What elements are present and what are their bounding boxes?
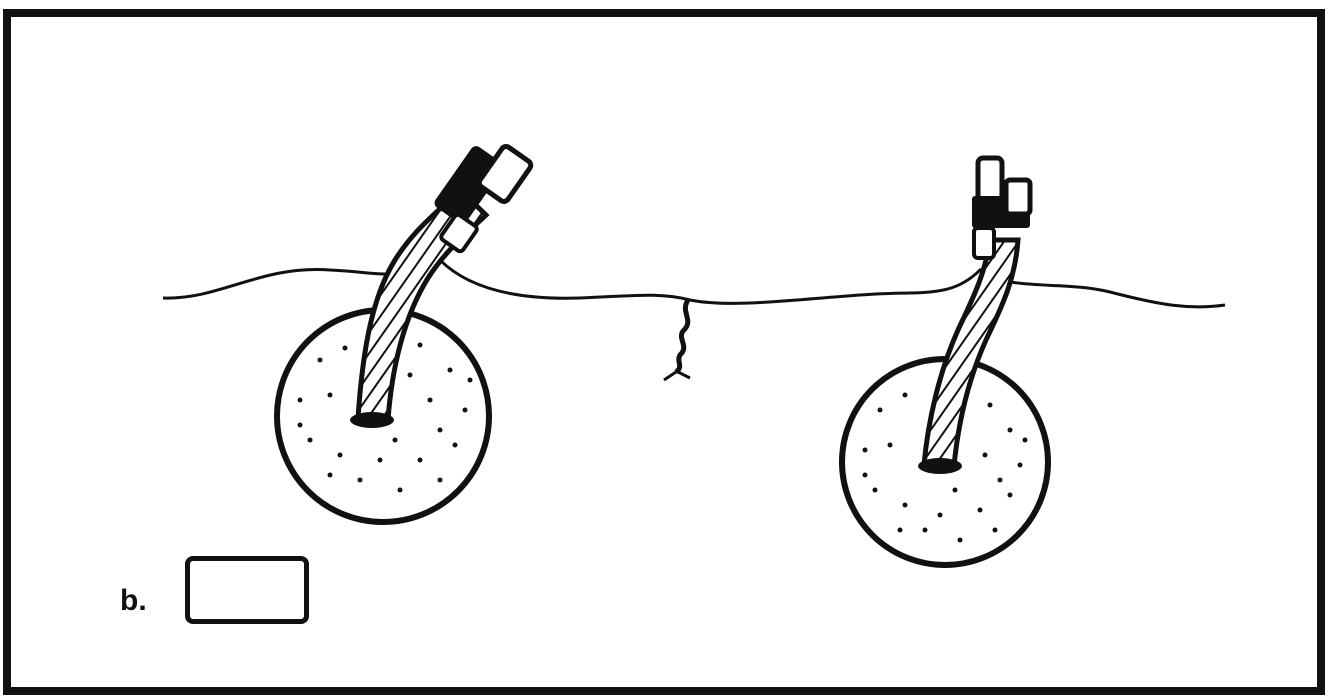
left-pipe	[355, 186, 490, 423]
left-float	[274, 144, 534, 525]
left-fitting	[434, 144, 534, 254]
answer-box[interactable]	[185, 556, 309, 624]
right-buoy-dots	[862, 392, 1028, 543]
right-pipe	[921, 237, 1021, 469]
frame-border	[3, 9, 1325, 695]
right-fitting	[972, 155, 1033, 260]
connecting-line	[162, 258, 1226, 309]
right-float	[839, 155, 1051, 568]
panel-label: b.	[120, 584, 147, 617]
left-buoy-dots	[297, 342, 473, 493]
center-knot	[663, 298, 691, 382]
